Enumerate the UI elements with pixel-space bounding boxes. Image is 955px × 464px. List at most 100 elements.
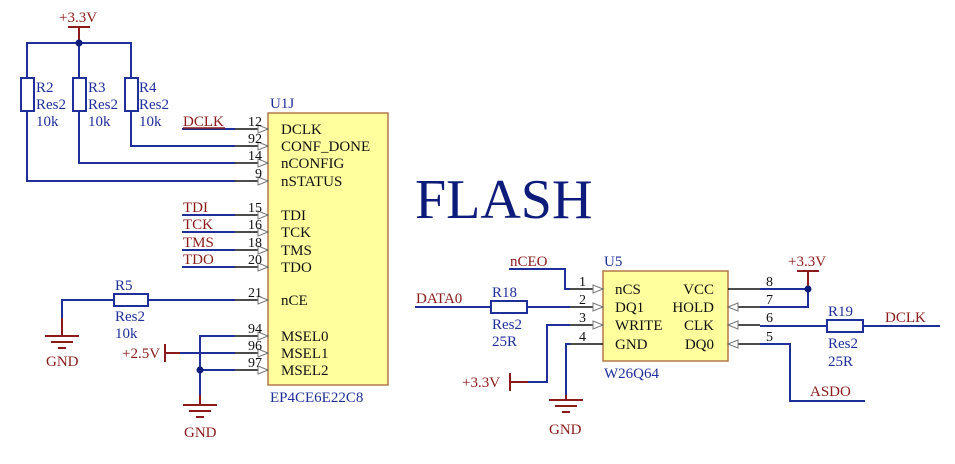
u5-pin-write[interactable]: 3 WRITE [570, 311, 662, 334]
pin-name: DQ1 [615, 300, 644, 316]
vcc33-top-symbol: +3.3V [59, 10, 97, 43]
r2-ref: R2 [36, 80, 54, 96]
write-wire [528, 324, 570, 383]
u1j-ref: U1J [270, 96, 294, 112]
tms-net-label: TMS [183, 235, 214, 251]
u1j-pin-nstatus[interactable]: 9 nSTATUS [235, 167, 342, 190]
pin-number: 4 [579, 330, 586, 345]
net-data0[interactable]: DATA0 [415, 291, 570, 308]
pin-name: nCONFIG [281, 156, 345, 172]
r5-left-wire [61, 299, 115, 318]
gnd-symbol-left: GND [45, 335, 79, 370]
r5-value: 10k [115, 326, 138, 342]
pin-number: 3 [579, 311, 586, 326]
pin-number: 15 [248, 201, 262, 216]
pin-arrow-icon [257, 295, 270, 305]
pin-arrow-icon [726, 302, 739, 312]
pin-name: TCK [281, 225, 311, 241]
resistor-body [490, 300, 528, 314]
conf-done-wire [130, 111, 235, 147]
pin-arrow-icon [592, 284, 605, 294]
r19-ref: R19 [828, 304, 853, 320]
pin-number: 94 [248, 322, 262, 337]
pin-arrow-icon [257, 176, 270, 186]
nceo-wire [509, 268, 570, 290]
resistor-r2[interactable]: R2 Res2 10k [20, 77, 66, 130]
pin-number: 8 [766, 275, 773, 290]
pin-name: HOLD [672, 300, 714, 316]
pin-number: 5 [766, 330, 773, 345]
dclk-net-label: DCLK [183, 114, 224, 130]
u1j-pin-tdi[interactable]: 15 TDI [235, 201, 306, 224]
junction-dot [75, 39, 83, 47]
pin-name: nSTATUS [281, 174, 342, 190]
net-asdo[interactable]: ASDO [760, 343, 865, 402]
pin-name: nCE [281, 293, 308, 309]
net-nceo[interactable]: nCEO [509, 254, 570, 290]
r2-value: 10k [36, 114, 59, 130]
chip-body [267, 112, 389, 386]
resistor-r3[interactable]: R3 Res2 10k [72, 77, 118, 130]
resistor-body [20, 77, 35, 112]
pin-number: 9 [255, 167, 262, 182]
r5-type: Res2 [115, 309, 145, 325]
u1j-pin-conf_done[interactable]: 92 CONF_DONE [235, 132, 370, 155]
pin-name: TDI [281, 208, 306, 224]
r3-value: 10k [88, 114, 111, 130]
u5-pin-ncs[interactable]: 1 nCS [570, 275, 641, 298]
pin-arrow-icon [726, 339, 739, 349]
pin-name: nCS [615, 282, 641, 298]
net-tdo[interactable]: TDO [182, 252, 235, 268]
net-tck[interactable]: TCK [182, 217, 235, 233]
pin-name: CONF_DONE [281, 139, 370, 155]
pin-number: 92 [248, 132, 262, 147]
net-dclk-u1j[interactable]: DCLK [182, 114, 235, 130]
chip-u5[interactable]: U5 W26Q64 [602, 254, 729, 382]
chip-u1j[interactable]: U1J EP4CE6E22C8 [267, 96, 389, 406]
pin-arrow-icon [257, 210, 270, 220]
net-dclk-u5[interactable]: DCLK [863, 310, 940, 327]
resistor-r19[interactable]: R19 Res2 25R [826, 304, 864, 370]
chip-body [602, 270, 729, 362]
resistor-r18[interactable]: R18 Res2 25R [490, 285, 528, 350]
r19-value: 25R [828, 354, 853, 370]
pin-arrow-icon [257, 245, 270, 255]
u1j-part: EP4CE6E22C8 [270, 390, 363, 406]
u5-part: W26Q64 [604, 366, 659, 382]
pin-name: WRITE [615, 318, 662, 334]
vcc25-label: +2.5V [122, 346, 160, 362]
gnd-symbol-u5: GND [549, 399, 583, 438]
pin-number: 20 [248, 253, 262, 268]
resistor-body [826, 319, 864, 333]
pin-arrow-icon [726, 320, 739, 330]
net-tdi[interactable]: TDI [182, 200, 235, 216]
pin-number: 12 [248, 115, 262, 130]
tdo-net-label: TDO [183, 252, 214, 268]
u1j-pin-msel0[interactable]: 94 MSEL0 [235, 322, 329, 345]
pin-arrow-icon [257, 262, 270, 272]
vcc25-symbol: +2.5V [122, 344, 180, 362]
pin-arrow-icon [592, 302, 605, 312]
section-title: FLASH [415, 169, 592, 231]
resistor-r5[interactable]: R5 Res2 10k [113, 278, 149, 342]
pin-name: MSEL0 [281, 329, 329, 345]
net-tms[interactable]: TMS [182, 235, 235, 251]
tck-net-label: TCK [183, 217, 213, 233]
pin-number: 1 [579, 275, 586, 290]
resistor-body [72, 77, 87, 112]
